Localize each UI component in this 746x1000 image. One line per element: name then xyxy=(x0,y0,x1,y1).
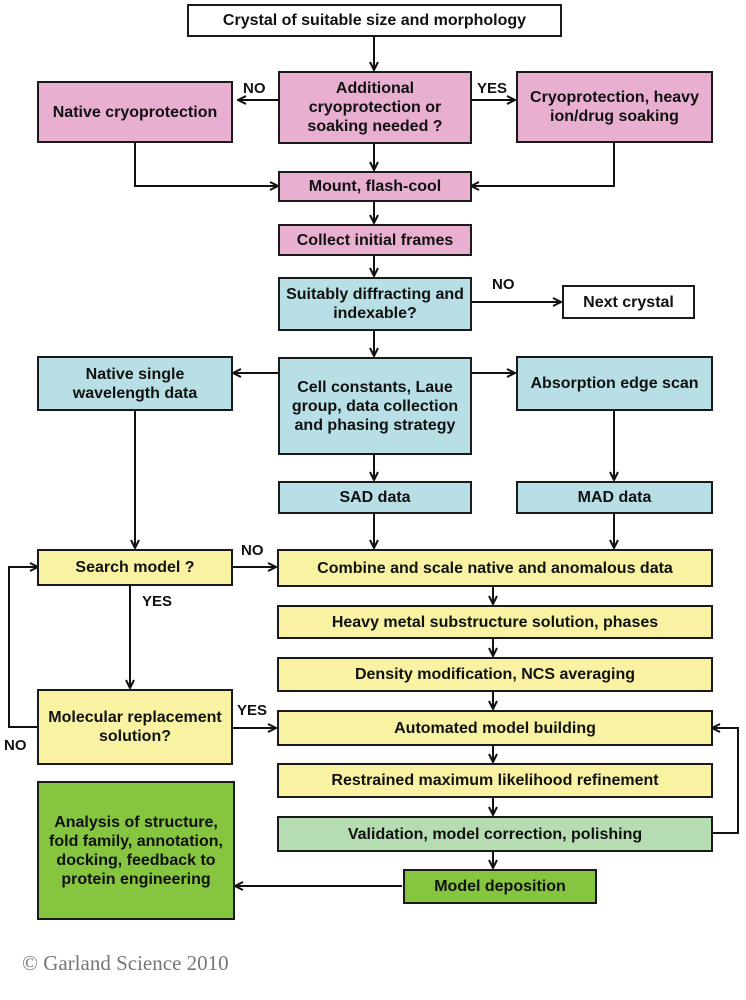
mad-data-box: MAD data xyxy=(516,481,713,514)
cell-constants-box: Cell constants, Laue group, data collect… xyxy=(278,357,472,455)
arrow-cryo-soak-to-mount xyxy=(471,143,615,186)
automated-model-building-box: Automated model building xyxy=(277,710,713,746)
yes-label-molecular: YES xyxy=(237,702,268,719)
additional-cryoprotection-box: Additional cryoprotection or soaking nee… xyxy=(278,71,472,144)
yes-label-search: YES xyxy=(142,593,173,610)
restrained-refinement-box: Restrained maximum likelihood refinement xyxy=(277,763,713,798)
density-modification-box: Density modification, NCS averaging xyxy=(277,657,713,692)
collect-initial-frames-box: Collect initial frames xyxy=(278,224,472,256)
cryoprotection-soaking-box: Cryoprotection, heavy ion/drug soaking xyxy=(516,71,713,143)
absorption-edge-scan-box: Absorption edge scan xyxy=(516,356,713,411)
native-single-wavelength-box: Native single wavelength data xyxy=(37,356,233,411)
arrow-native-cryo-to-mount xyxy=(134,143,278,186)
heavy-metal-substructure-box: Heavy metal substructure solution, phase… xyxy=(277,605,713,639)
no-label-search: NO xyxy=(241,542,264,559)
no-label-diffracting: NO xyxy=(492,276,515,293)
analysis-of-structure-box: Analysis of structure, fold family, anno… xyxy=(37,781,235,920)
model-deposition-box: Model deposition xyxy=(403,869,597,904)
mount-flash-cool-box: Mount, flash-cool xyxy=(278,171,472,202)
arrow-validation-loop xyxy=(712,728,739,834)
molecular-replacement-box: Molecular replacement solution? xyxy=(37,689,233,765)
validation-box: Validation, model correction, polishing xyxy=(277,816,713,852)
search-model-box: Search model ? xyxy=(37,549,233,586)
native-cryoprotection-box: Native cryoprotection xyxy=(37,81,233,143)
copyright-text: © Garland Science 2010 xyxy=(22,951,229,975)
no-label-cryo: NO xyxy=(243,80,266,97)
suitably-diffracting-box: Suitably diffracting and indexable? xyxy=(278,277,472,331)
yes-label-cryo: YES xyxy=(477,80,508,97)
no-label-molecular: NO xyxy=(4,737,27,754)
arrow-molecular-no-loop xyxy=(8,567,38,728)
next-crystal-box: Next crystal xyxy=(562,285,695,319)
crystal-box: Crystal of suitable size and morphology xyxy=(187,4,562,37)
sad-data-box: SAD data xyxy=(278,481,472,514)
combine-scale-box: Combine and scale native and anomalous d… xyxy=(277,549,713,587)
